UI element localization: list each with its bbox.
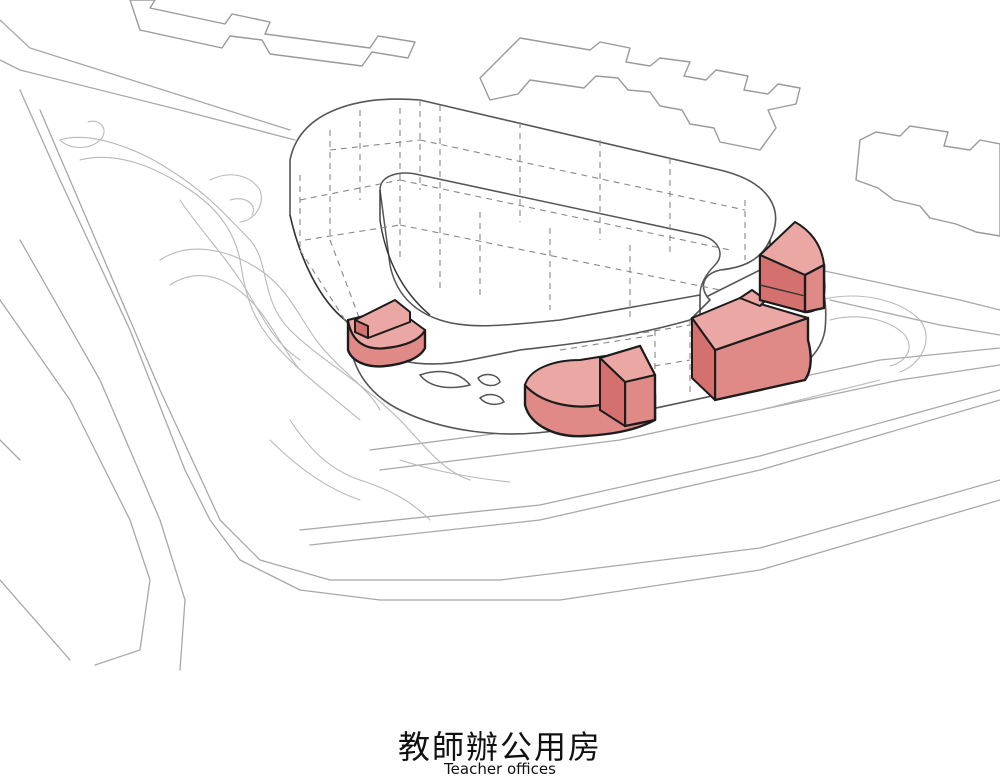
teacher-office-volumes (346, 221, 826, 438)
building-right (855, 125, 1000, 237)
opening (478, 393, 506, 406)
caption-subtitle: Teacher offices (444, 760, 556, 778)
main-building (289, 98, 777, 400)
opening (418, 370, 472, 389)
office-block-bottom (523, 344, 657, 438)
office-block-left (346, 299, 427, 368)
building-top-right (479, 37, 801, 151)
caption-title: 教師辦公用房 (397, 728, 602, 766)
office-block-right-upper (758, 221, 826, 314)
neighbouring-buildings (129, 0, 1000, 237)
building-top-left (129, 0, 416, 67)
opening (477, 373, 501, 387)
inner-void (379, 172, 721, 327)
office-block-right-lower (691, 289, 812, 402)
